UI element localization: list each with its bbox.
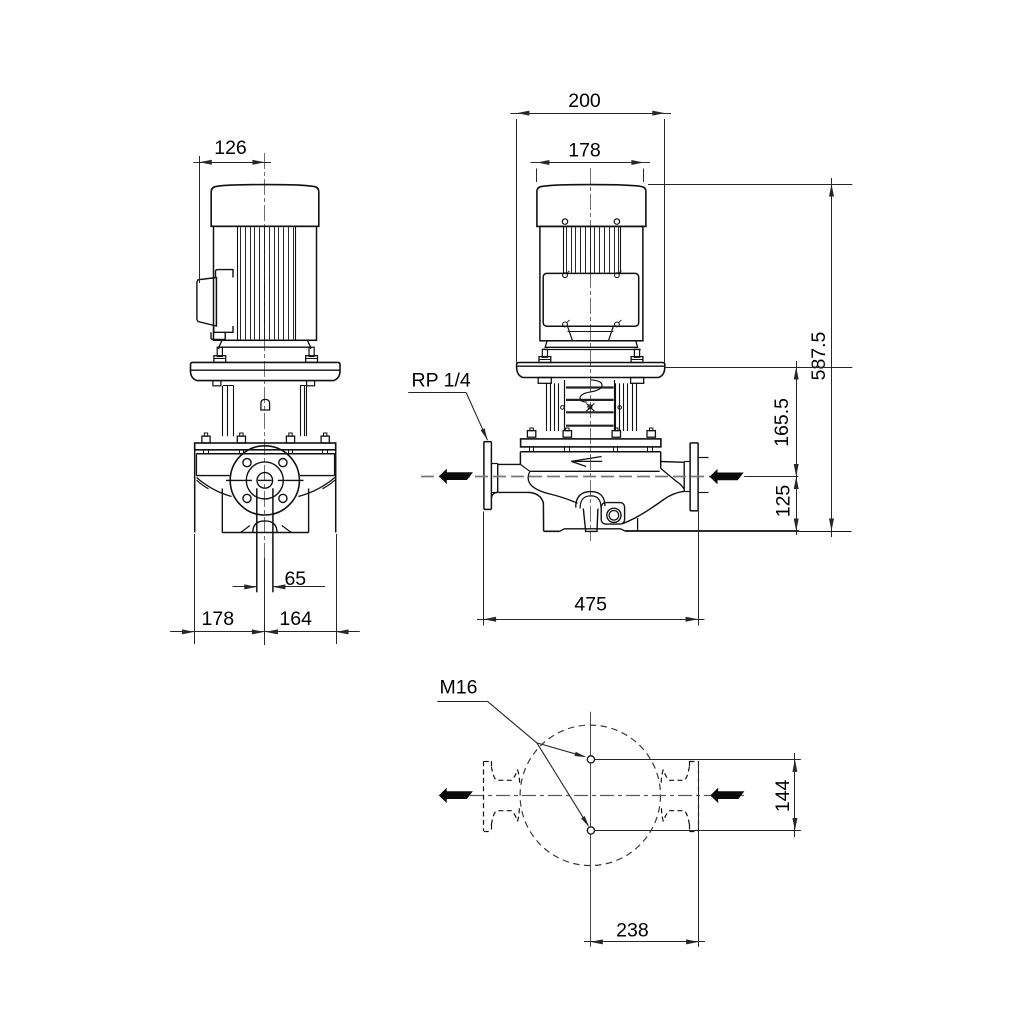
svg-text:126: 126 <box>214 137 247 159</box>
svg-text:200: 200 <box>568 90 601 112</box>
svg-text:165.5: 165.5 <box>771 398 793 447</box>
svg-text:M16: M16 <box>440 677 478 699</box>
svg-text:125: 125 <box>773 485 795 518</box>
svg-text:238: 238 <box>616 920 649 942</box>
svg-text:RP 1/4: RP 1/4 <box>412 370 471 392</box>
svg-text:475: 475 <box>574 594 607 616</box>
svg-text:144: 144 <box>772 779 794 812</box>
svg-text:65: 65 <box>284 568 306 590</box>
svg-text:178: 178 <box>202 608 235 630</box>
svg-text:164: 164 <box>279 608 312 630</box>
svg-text:178: 178 <box>568 140 601 162</box>
svg-text:587.5: 587.5 <box>808 331 830 380</box>
